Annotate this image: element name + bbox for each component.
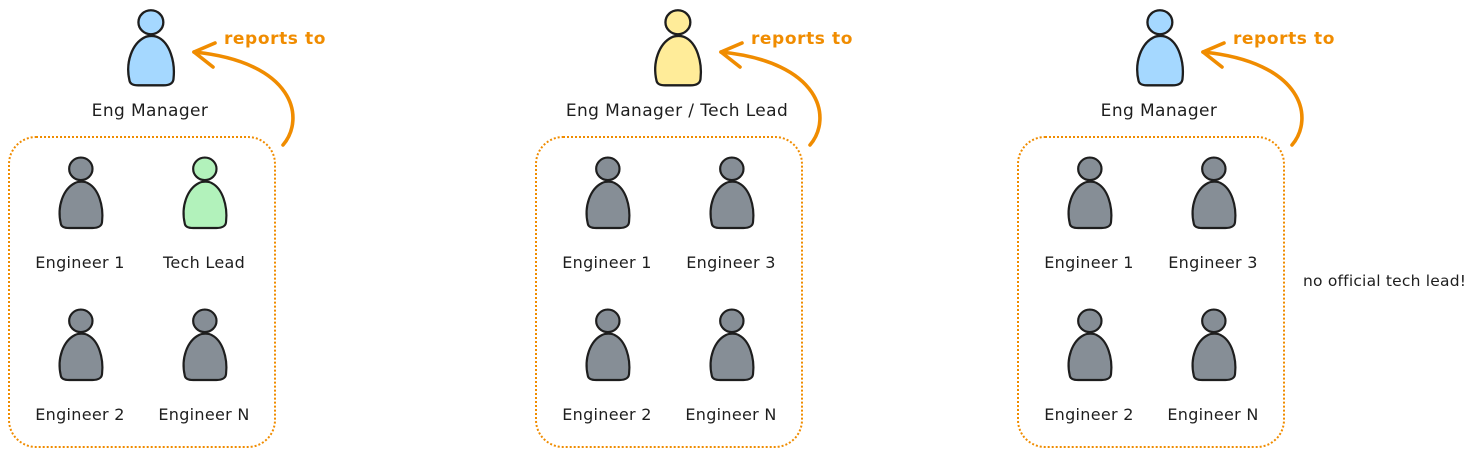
team-member-label: Engineer 1 (35, 253, 125, 272)
eng-manager-tech-lead-label: Eng Manager / Tech Lead (565, 101, 789, 121)
reports-to-arrow-icon (192, 41, 295, 147)
team-member: Engineer 2 (20, 306, 140, 424)
team-box: Engineer 1 Engineer 3 Engineer 2 Enginee… (1017, 136, 1285, 448)
team-member-label: Engineer 2 (35, 405, 125, 424)
eng-manager-label: Eng Manager (91, 101, 209, 121)
engineer-icon (1059, 306, 1119, 384)
engineer-icon (577, 306, 637, 384)
engineer-icon (701, 306, 761, 384)
team-member: Engineer 2 (1029, 306, 1149, 424)
no-tech-lead-annotation: no official tech lead! (1303, 272, 1467, 290)
team-member: Engineer 1 (547, 154, 667, 272)
engineer-icon (1059, 154, 1119, 232)
engineer-icon (701, 154, 761, 232)
panel-no-tech-lead: Eng Manager reports to Engineer 1 Engine… (1009, 0, 1477, 458)
team-member-label: Engineer N (685, 405, 777, 424)
team-member: Engineer 2 (547, 306, 667, 424)
team-member-label: Engineer N (158, 405, 250, 424)
reports-to-arrow-icon (1201, 41, 1304, 147)
team-member-label: Engineer 2 (1044, 405, 1134, 424)
reports-to-label: reports to (1232, 29, 1336, 49)
engineer-icon (1183, 154, 1243, 232)
team-member-label: Engineer N (1167, 405, 1259, 424)
team-member: Engineer N (671, 306, 791, 424)
team-member-label: Engineer 1 (1044, 253, 1134, 272)
team-member-label: Engineer 2 (562, 405, 652, 424)
team-box: Engineer 1 Tech Lead Engineer 2 Engineer… (8, 136, 276, 448)
team-member: Engineer 3 (1153, 154, 1273, 272)
panel-dedicated-tech-lead: Eng Manager reports to Engineer 1 Tech L… (0, 0, 470, 458)
reports-to-label: reports to (223, 29, 327, 49)
team-member-label: Engineer 1 (562, 253, 652, 272)
engineer-icon (577, 154, 637, 232)
team-box: Engineer 1 Engineer 3 Engineer 2 Enginee… (535, 136, 803, 448)
team-member-label: Tech Lead (162, 253, 246, 272)
team-member: Engineer 1 (20, 154, 140, 272)
engineer-icon (50, 154, 110, 232)
team-member-label: Engineer 3 (686, 253, 776, 272)
team-member: Engineer 1 (1029, 154, 1149, 272)
team-member: Engineer N (1153, 306, 1273, 424)
team-member: Engineer N (144, 306, 264, 424)
team-member-label: Engineer 3 (1168, 253, 1258, 272)
reports-to-label: reports to (750, 29, 854, 49)
tech-lead-icon (174, 154, 234, 232)
engineer-icon (50, 306, 110, 384)
eng-manager-label: Eng Manager (1100, 101, 1218, 121)
engineer-icon (174, 306, 234, 384)
reports-to-arrow-icon (719, 41, 822, 147)
panel-manager-as-tech-lead: Eng Manager / Tech Lead reports to Engin… (527, 0, 997, 458)
team-member: Engineer 3 (671, 154, 791, 272)
engineer-icon (1183, 306, 1243, 384)
team-member: Tech Lead (144, 154, 264, 272)
